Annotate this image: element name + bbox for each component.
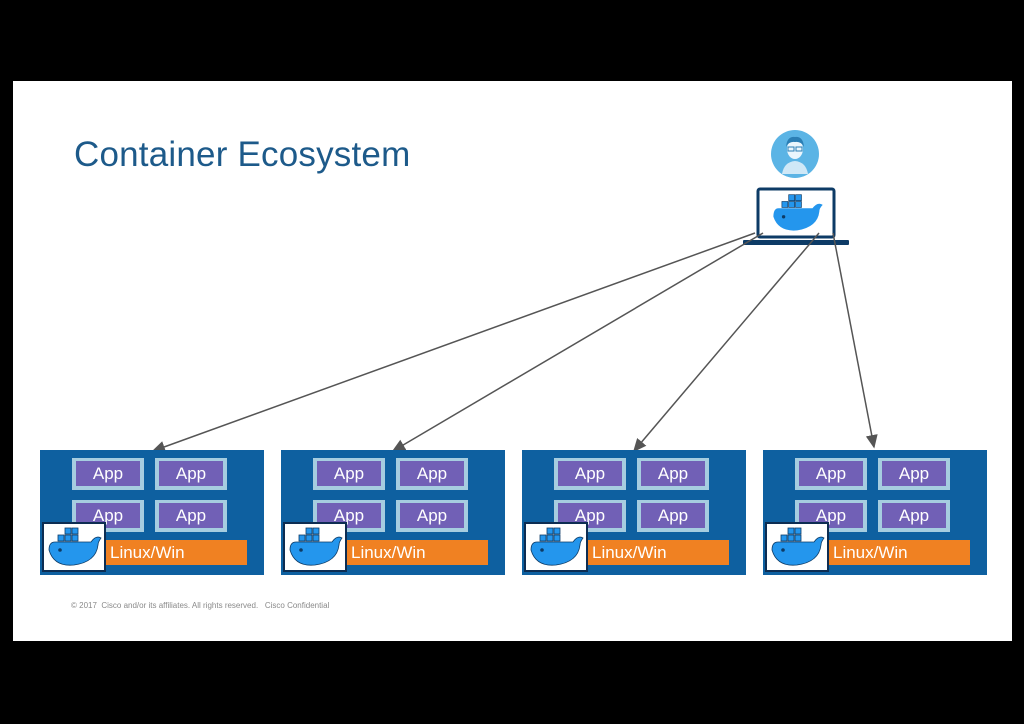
- app-label: App: [76, 461, 140, 486]
- os-label: Linux/Win: [347, 540, 488, 565]
- app-label: App: [641, 461, 705, 486]
- app-box: App: [795, 500, 867, 532]
- app-label: App: [159, 503, 223, 528]
- host-1: App App App App Linux/Win: [40, 450, 264, 575]
- app-box: App: [155, 500, 227, 532]
- app-box: App: [72, 500, 144, 532]
- docker-whale-icon: [524, 522, 588, 572]
- app-box: App: [396, 500, 468, 532]
- app-label: App: [558, 461, 622, 486]
- app-box: App: [878, 500, 950, 532]
- app-label: App: [400, 461, 464, 486]
- arrow-to-host-4: [832, 232, 878, 449]
- app-box: App: [637, 458, 709, 490]
- app-box: App: [155, 458, 227, 490]
- os-label: Linux/Win: [829, 540, 970, 565]
- app-box: App: [313, 500, 385, 532]
- arrow-to-host-2: [391, 232, 764, 452]
- app-box: App: [637, 500, 709, 532]
- app-box: App: [72, 458, 144, 490]
- slide-title: Container Ecosystem: [74, 135, 411, 174]
- app-box: App: [313, 458, 385, 490]
- app-label: App: [317, 461, 381, 486]
- user-avatar-icon: [771, 130, 819, 178]
- app-box: App: [795, 458, 867, 490]
- arrow-to-host-3: [633, 232, 820, 453]
- os-label: Linux/Win: [588, 540, 729, 565]
- app-label: App: [76, 503, 140, 528]
- app-label: App: [799, 461, 863, 486]
- host-2: App App App App Linux/Win: [281, 450, 505, 575]
- app-box: App: [878, 458, 950, 490]
- os-label: Linux/Win: [106, 540, 247, 565]
- docker-whale-icon: [765, 522, 829, 572]
- docker-whale-icon: [42, 522, 106, 572]
- app-label: App: [882, 461, 946, 486]
- app-label: App: [882, 503, 946, 528]
- arrow-to-host-1: [151, 232, 756, 453]
- laptop-icon: [743, 187, 849, 245]
- docker-whale-icon: [283, 522, 347, 572]
- app-label: App: [641, 503, 705, 528]
- connection-arrows: [151, 232, 878, 453]
- app-label: App: [317, 503, 381, 528]
- host-4: App App App App Linux/Win: [763, 450, 987, 575]
- app-label: App: [400, 503, 464, 528]
- copyright-footer: © 2017 Cisco and/or its affiliates. All …: [71, 601, 330, 610]
- host-3: App App App App Linux/Win: [522, 450, 746, 575]
- slide: Container Ecosystem: [13, 81, 1012, 641]
- app-box: App: [554, 458, 626, 490]
- app-label: App: [159, 461, 223, 486]
- app-box: App: [396, 458, 468, 490]
